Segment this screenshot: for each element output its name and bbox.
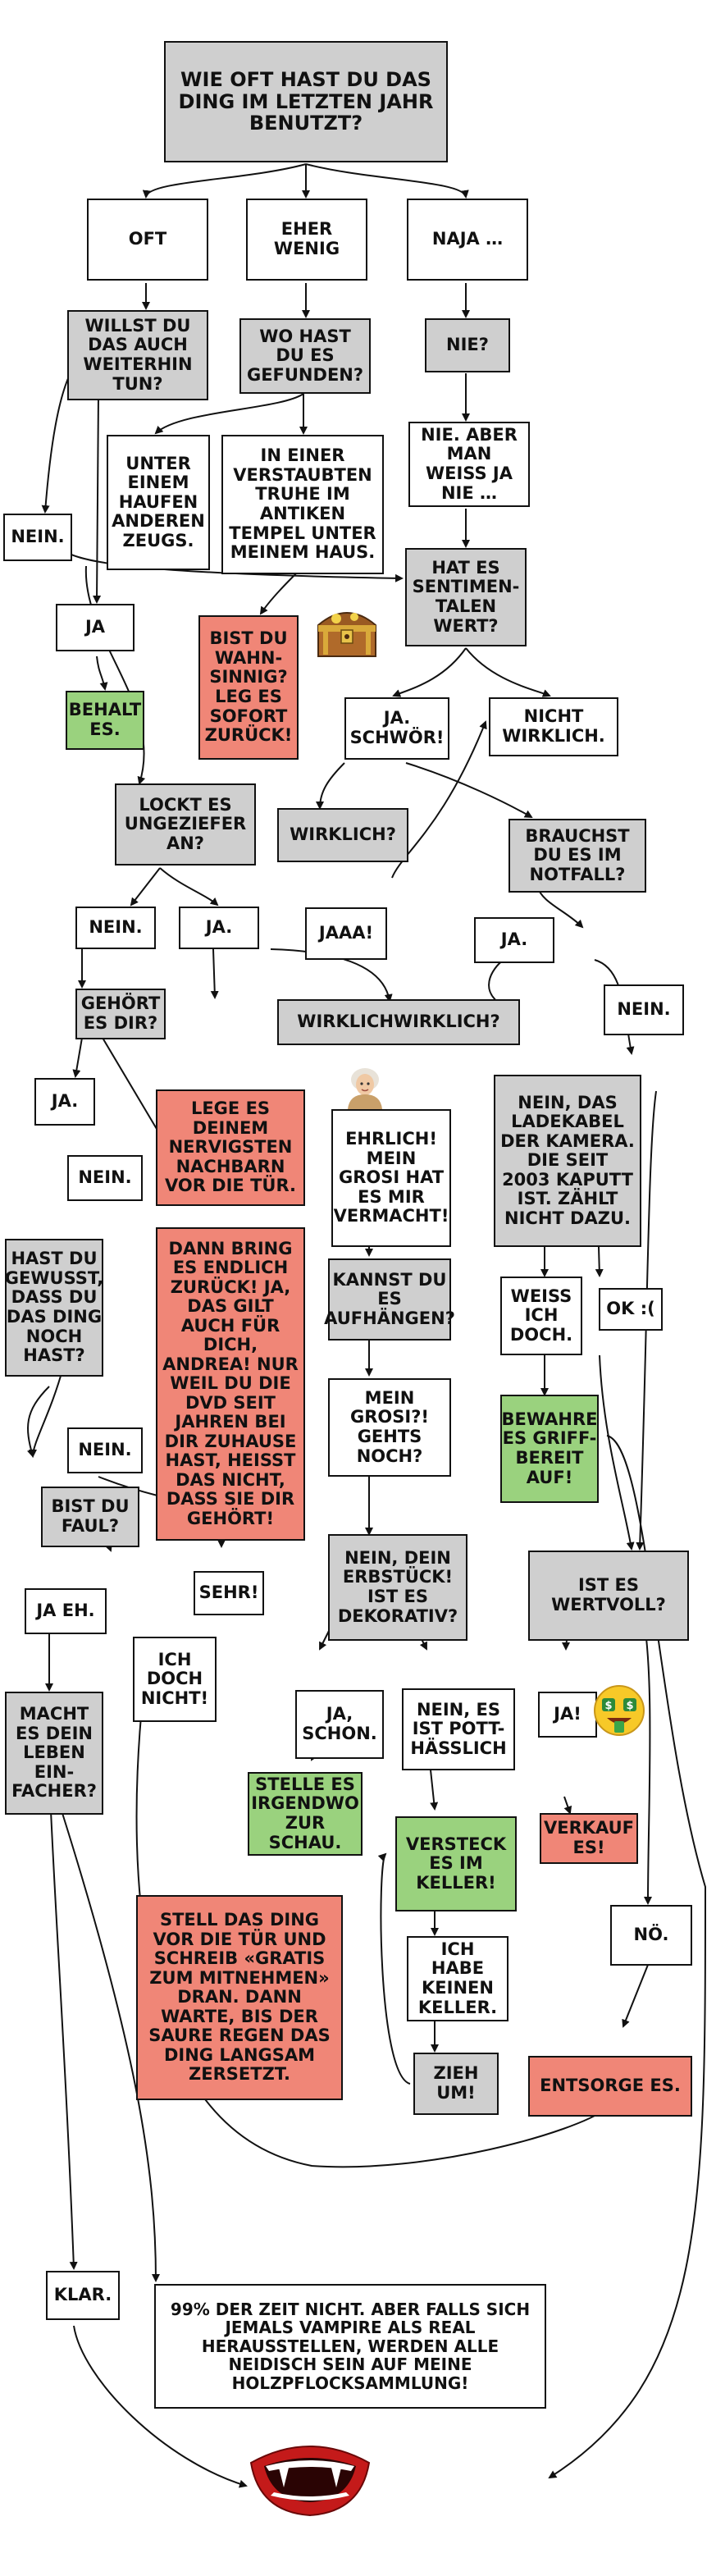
result-entsorge: ENTSORGE ES.	[528, 2056, 692, 2117]
question-dekorativ: NEIN, DEIN ERBSTÜCK! IST ES DEKORATIV?	[328, 1534, 467, 1641]
svg-text:$: $	[626, 1700, 633, 1712]
answer-naja: NAJA …	[407, 199, 528, 281]
vampire-mouth-icon	[246, 2430, 374, 2520]
answer-ja-notfall: JA.	[474, 917, 554, 963]
result-nachbarn: LEGE ES DEINEM NERVIGSTEN NACHBARN VOR D…	[156, 1089, 305, 1206]
answer-ich-doch-nicht: ICH DOCH NICHT!	[133, 1637, 217, 1722]
answer-weiss-ich-doch: WEISS ICH DOCH.	[500, 1277, 582, 1355]
answer-nicht-wirklich: NICHT WIRKLICH.	[489, 697, 618, 756]
question-wo-gefunden: WO HAST DU ES GEFUNDEN?	[239, 318, 371, 394]
question-willst-du-weiterhin: WILLST DU DAS AUCH WEITERHIN TUN?	[67, 310, 208, 400]
question-ungeziefer: LOCKT ES UNGEZIEFER AN?	[115, 783, 256, 866]
answer-oft: OFT	[87, 199, 208, 281]
answer-ladekabel: NEIN, DAS LADEKABEL DER KAMERA. DIE SEIT…	[494, 1075, 641, 1247]
answer-nein-weiterhin: NEIN.	[3, 514, 72, 561]
question-hast-du-gewusst: HAST DU GEWUSST, DASS DU DAS DING NOCH H…	[5, 1239, 103, 1377]
question-sentimentalwert: HAT ES SENTIMEN-TALEN WERT?	[405, 548, 527, 646]
result-griffbereit: BEWAHRE ES GRIFF-BEREIT AUF!	[500, 1395, 599, 1503]
treasure-chest-icon	[312, 601, 382, 660]
answer-ja-schon: JA, SCHON.	[295, 1690, 384, 1759]
answer-nein-notfall: NEIN.	[604, 984, 684, 1035]
answer-ok-sad: OK :(	[599, 1288, 663, 1331]
answer-ehrlich-grosi: EHRLICH! MEIN GROSI HAT ES MIR VERMACHT!	[331, 1109, 451, 1247]
answer-unter-haufen: UNTER EINEM HAUFEN ANDEREN ZEUGS.	[107, 435, 210, 570]
question-bist-du-faul: BIST DU FAUL?	[41, 1487, 139, 1547]
result-zieh-um: ZIEH UM!	[413, 2053, 499, 2115]
answer-ja-schwoer: JA. SCHWÖR!	[344, 697, 449, 760]
answer-nein-ungeziefer: NEIN.	[75, 907, 156, 949]
result-dann-bring-zurueck: DANN BRING ES ENDLICH ZURÜCK! JA, DAS GI…	[156, 1227, 305, 1541]
answer-klar: KLAR.	[46, 2271, 120, 2320]
result-behalt-es: BEHALT ES.	[66, 691, 144, 750]
result-zur-schau: STELLE ES IRGENDWO ZUR SCHAU.	[248, 1772, 363, 1856]
result-keller: VERSTECK ES IM KELLER!	[395, 1816, 517, 1911]
answer-nie-aber: NIE. ABER MAN WEISS JA NIE …	[408, 422, 530, 507]
answer-ja-wertvoll: JA!	[538, 1692, 597, 1738]
question-wirklichwirklich: WIRKLICHWIRKLICH?	[277, 999, 520, 1045]
answer-nein-gewusst: NEIN.	[67, 1427, 143, 1473]
answer-grosi-gehts-noch: MEIN GROSI?! GEHTS NOCH?	[328, 1378, 451, 1477]
answer-ja-eh: JA EH.	[25, 1588, 107, 1634]
answer-eher-wenig: EHER WENIG	[246, 199, 367, 281]
result-gratis-zum-mitnehmen: STELL DAS DING VOR DIE TÜR UND SCHREIB «…	[136, 1895, 343, 2100]
answer-kein-keller: ICH HABE KEINEN KELLER.	[407, 1936, 508, 2021]
question-brauchst-notfall: BRAUCHST DU ES IM NOTFALL?	[508, 819, 646, 893]
money-face-emoji-icon: $ $	[592, 1683, 646, 1738]
question-leben-einfacher: MACHT ES DEIN LEBEN EIN-FACHER?	[5, 1692, 103, 1815]
answer-ja-ungeziefer: JA.	[179, 907, 259, 949]
answer-nein-gehoert: NEIN.	[67, 1155, 143, 1201]
answer-ja-weiterhin: JA	[56, 604, 135, 651]
question-wertvoll: IST ES WERTVOLL?	[528, 1551, 689, 1641]
result-vampire: 99% DER ZEIT NICHT. ABER FALLS SICH JEMA…	[154, 2284, 546, 2409]
grandma-photo-icon	[341, 1065, 389, 1109]
answer-potthaesslich: NEIN, ES IST POTT-HÄSSLICH	[402, 1688, 515, 1770]
question-aufhaengen: KANNST DU ES AUFHÄNGEN?	[324, 1258, 455, 1341]
answer-jaaa: JAAA!	[305, 907, 387, 960]
question-gehoert-es-dir: GEHÖRT ES DIR?	[75, 989, 166, 1039]
question-nie: NIE?	[425, 318, 510, 372]
answer-sehr: SEHR!	[194, 1571, 264, 1615]
result-verkauf: VERKAUF ES!	[540, 1813, 638, 1864]
question-usage-frequency: WIE OFT HAST DU DAS DING IM LETZTEN JAHR…	[164, 41, 448, 162]
svg-text:$: $	[604, 1700, 612, 1712]
result-wahnsinnig: BIST DU WAHN-SINNIG? LEG ES SOFORT ZURÜC…	[198, 615, 299, 760]
answer-ja-gehoert: JA.	[34, 1078, 95, 1126]
question-wirklich: WIRKLICH?	[277, 808, 408, 862]
answer-noe: NÖ.	[610, 1905, 692, 1966]
answer-verstaubte-truhe: IN EINER VERSTAUBTEN TRUHE IM ANTIKEN TE…	[221, 435, 384, 574]
